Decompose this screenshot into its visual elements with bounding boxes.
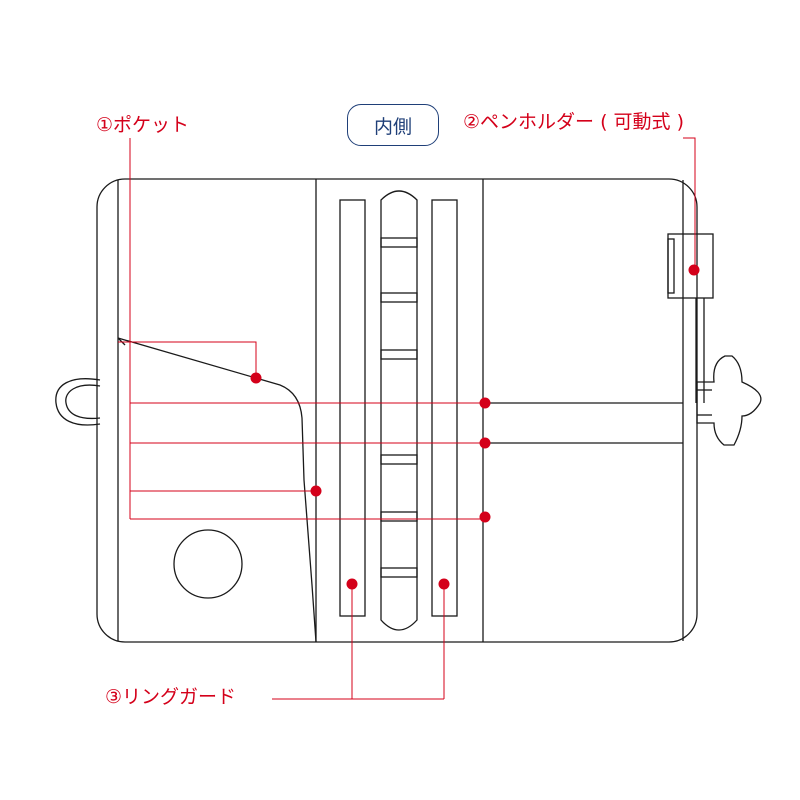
marker-dots [250, 264, 700, 590]
marker-dot [479, 511, 491, 523]
marker-dot [346, 578, 358, 590]
ring-guard-label: ③リングガード [105, 686, 237, 708]
pocket-circle [173, 529, 243, 599]
marker-dot [438, 578, 450, 590]
left-strap-loop [55, 378, 101, 426]
marker-dot [250, 372, 262, 384]
ring-rail [380, 190, 418, 631]
pocket-label: ①ポケット [96, 114, 190, 136]
pen-holder-label: ②ペンホルダー ( 可動式 ) [463, 111, 684, 133]
clasp [696, 355, 762, 446]
marker-dot [479, 437, 491, 449]
pocket-flap [117, 337, 317, 643]
rings [380, 237, 418, 578]
ring-guard-right [431, 199, 458, 617]
leader-lines [118, 137, 696, 700]
ring-guard-left [339, 199, 366, 617]
binder-body [96, 178, 698, 643]
marker-dot [479, 397, 491, 409]
marker-dot [688, 264, 700, 276]
marker-dot [310, 485, 322, 497]
inner-side-title: 内側 [347, 104, 439, 146]
